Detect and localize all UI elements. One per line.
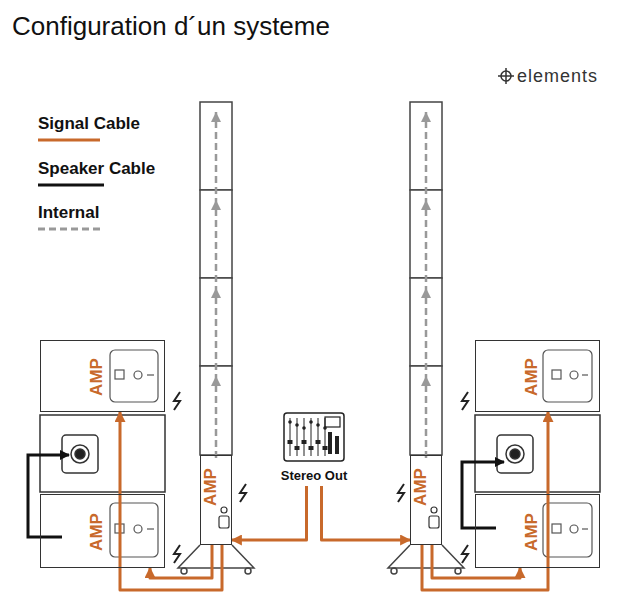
mixer-icon: [283, 412, 345, 462]
amp-label: AMP: [88, 513, 105, 551]
amp-label: AMP: [523, 513, 540, 551]
subwoofer-amp: AMP: [40, 494, 165, 568]
mixer-label: Stereo Out: [281, 468, 347, 484]
amp-label: AMP: [88, 358, 105, 396]
base-connectors: [219, 507, 439, 528]
legend-text: Signal Cable: [38, 113, 140, 134]
signal-cable: [150, 545, 212, 578]
power-symbols: [174, 392, 468, 563]
signal-cable: [322, 486, 411, 540]
subwoofer-amp: AMP: [40, 340, 165, 412]
page-title: Configuration d´un systeme: [12, 11, 330, 41]
column-base-amp: AMP: [410, 455, 442, 545]
column-base-amp: AMP: [200, 455, 232, 545]
amp-label: AMP: [202, 468, 219, 506]
legend-text: Internal: [38, 202, 99, 223]
subwoofer-amp: AMP: [475, 494, 600, 568]
internal-signal: [216, 112, 426, 458]
signal-cable: [232, 486, 307, 540]
subwoofer-amp: AMP: [475, 340, 600, 412]
amp-label: AMP: [412, 468, 429, 506]
signal-cable: [422, 412, 548, 590]
mixer: Stereo Out: [277, 410, 352, 486]
legend-text: Speaker Cable: [38, 158, 155, 179]
amp-panels: [110, 350, 592, 557]
amp-label: AMP: [523, 358, 540, 396]
signal-cable: [432, 545, 520, 578]
internal-arrowheads: [211, 112, 431, 386]
brand-logo: elements: [517, 65, 598, 87]
signal-cable: [120, 412, 222, 590]
legend-samples: [38, 140, 104, 229]
logo-crosshair: [498, 68, 514, 84]
